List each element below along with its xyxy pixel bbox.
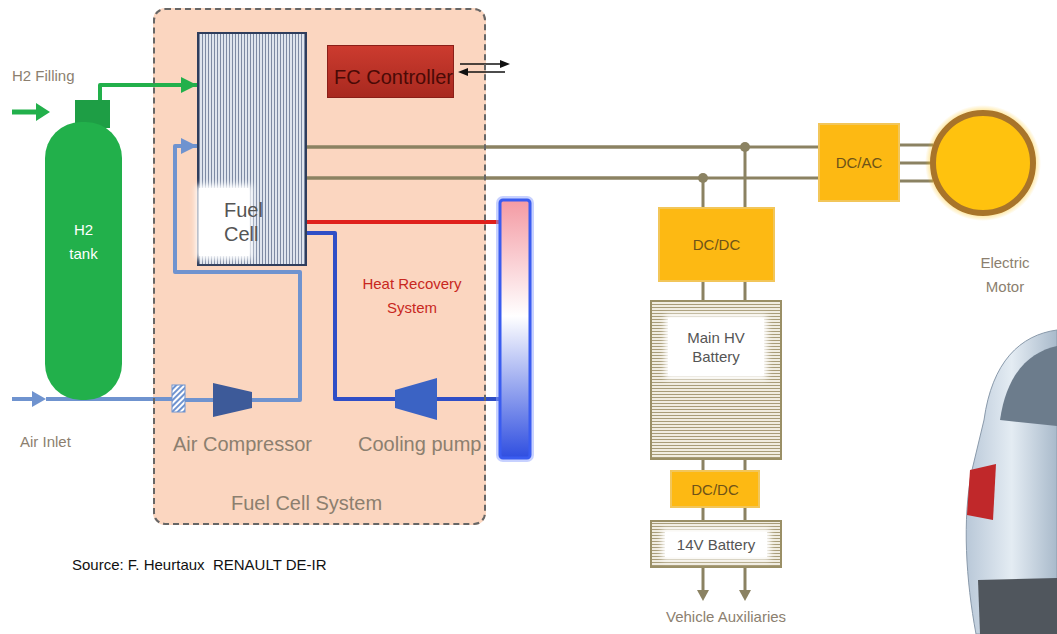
node-label: Fuel Cell System — [155, 491, 484, 515]
shape-outline — [925, 105, 1041, 221]
air-pipe — [185, 398, 213, 402]
node-label: Main HV Battery — [668, 318, 764, 376]
signal-arrowhead — [458, 68, 468, 76]
annotation-label: Vehicle Auxiliaries — [666, 605, 786, 629]
car-window — [1000, 346, 1057, 426]
air-inlet-arrowhead — [32, 391, 46, 407]
system-region: Fuel Cell System Fuel Cell FC ControllerAi… — [153, 8, 486, 525]
controller-box: FC Controller — [327, 45, 454, 98]
node-label: 14V Battery — [665, 532, 767, 557]
car-bumper — [978, 578, 1057, 634]
annotation-label: H2 Filling — [12, 64, 75, 88]
converter-box: DC/DC — [658, 207, 775, 282]
radiator — [500, 200, 530, 458]
auxiliary-arrowhead — [697, 590, 709, 601]
compressor-symbol — [213, 383, 252, 417]
radiator-glow — [500, 200, 530, 458]
cold-coolant-pipe — [437, 397, 500, 401]
air-filter — [172, 385, 185, 412]
node-label: Fuel Cell — [199, 188, 249, 256]
battery-box: 14V Battery — [650, 520, 782, 568]
node-label: FC Controller — [328, 65, 453, 89]
hydrogen-pipe — [100, 85, 197, 100]
power-line — [703, 508, 745, 520]
signal-arrow — [460, 63, 502, 65]
air-compressor: Air Compressor — [213, 383, 252, 417]
filling-arrowhead — [36, 103, 50, 121]
annotation-label: Source: F. Heurtaux RENAULT DE-IR — [72, 553, 327, 577]
node-label: DC/DC — [685, 480, 745, 499]
auxiliary-arrowhead — [739, 590, 751, 601]
converter-box: DC/DC — [670, 470, 760, 508]
filling-arrow — [12, 110, 38, 115]
node-label: DC/AC — [830, 153, 889, 172]
pump-symbol — [395, 378, 437, 420]
auxiliary-line — [702, 568, 705, 592]
node-label: DC/DC — [687, 235, 747, 254]
coolant-pipe — [307, 233, 395, 399]
node-label: Electric Motor — [967, 251, 1043, 299]
node-label: H2 tank — [45, 218, 122, 266]
cooling-pump: Cooling pump — [395, 378, 437, 420]
inverter-box: DC/AC — [818, 123, 900, 202]
air-inlet-arrow — [12, 397, 34, 401]
power-line — [307, 147, 745, 207]
electric-motor: Electric Motor — [925, 105, 1041, 221]
tank-body — [45, 122, 122, 400]
signal-arrowhead — [500, 60, 510, 68]
hydrogen-tank: H2 tank — [45, 100, 122, 400]
motor-ring — [933, 113, 1033, 213]
fuel-cell-stack: Fuel Cell — [197, 32, 307, 266]
power-line — [703, 460, 745, 470]
annotation-label: Heat Recovery System — [346, 272, 478, 320]
auxiliary-line — [744, 568, 747, 592]
region-fill — [153, 8, 486, 525]
battery-box: Main HV Battery — [650, 300, 782, 460]
motor-glow — [925, 105, 1041, 221]
car-body — [966, 330, 1057, 634]
car-taillight — [967, 464, 996, 520]
hot-coolant-pipe — [307, 220, 500, 224]
annotation-label: Air Inlet — [20, 430, 71, 454]
shape-outline — [395, 378, 437, 420]
power-line — [307, 147, 818, 178]
shape-outline — [213, 383, 252, 417]
power-line — [703, 282, 745, 300]
